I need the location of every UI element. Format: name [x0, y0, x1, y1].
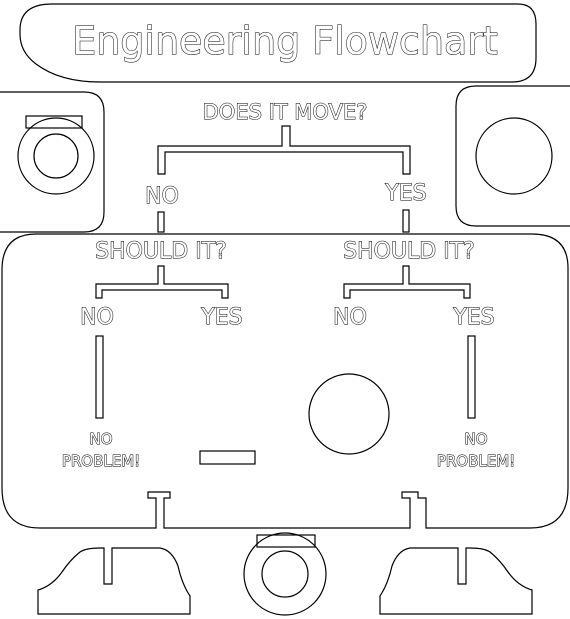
left-sub-connector [95, 265, 229, 299]
left-question-should-it: SHOULD IT? [95, 239, 227, 264]
right-sub-connector [343, 265, 471, 299]
left-cog-inner-ring [33, 133, 79, 179]
top-branch-connector [157, 125, 411, 175]
right-wing-outline [455, 85, 570, 227]
left-answer-no: NO [145, 184, 179, 209]
right-wing-circle [475, 117, 553, 195]
left-cog-tab [25, 115, 83, 129]
bottom-right-foot [379, 547, 533, 615]
bottom-cog-tab [256, 534, 316, 548]
left-stem-connector [157, 211, 165, 233]
right-result-line2: PROBLEM! [437, 452, 515, 470]
bottom-cog-outer-ring [243, 532, 327, 616]
left-cog-outer-ring [17, 117, 95, 195]
left-sub-answer-no: NO [80, 305, 114, 330]
right-result-line1: NO [464, 430, 487, 448]
center-slot-cutout [199, 450, 256, 465]
left-result-line1: NO [89, 430, 112, 448]
right-question-should-it: SHOULD IT? [343, 239, 475, 264]
bottom-left-foot [37, 547, 191, 615]
right-answer-yes: YES [384, 181, 426, 206]
question-does-it-move: DOES IT MOVE? [203, 100, 368, 124]
title-plate-outline [19, 3, 537, 83]
flowchart-title: Engineering Flowchart [72, 19, 498, 63]
left-result-line2: PROBLEM! [62, 452, 140, 470]
center-circle-cutout [308, 373, 390, 455]
right-sub-answer-no: NO [333, 305, 367, 330]
right-stem-connector [402, 209, 410, 233]
right-sub-answer-yes: YES [452, 305, 494, 330]
left-sub-answer-yes: YES [200, 305, 242, 330]
bottom-cog-inner-ring [261, 550, 309, 598]
left-result-connector [95, 335, 104, 419]
right-result-connector [467, 335, 476, 419]
left-wing-outline [0, 91, 105, 233]
main-board-outline [1, 233, 569, 529]
